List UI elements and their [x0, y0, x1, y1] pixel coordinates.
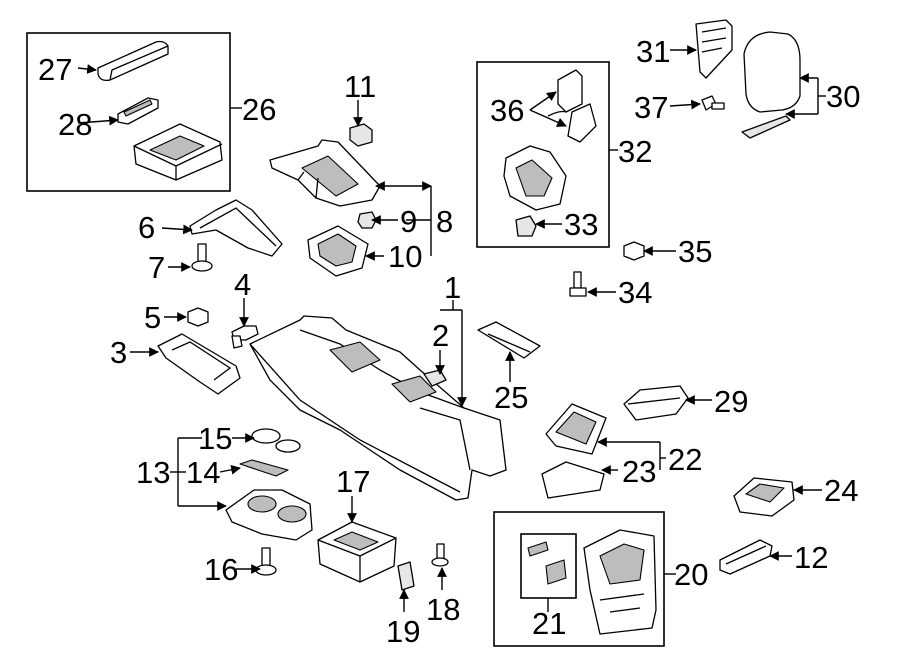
callout-33: 33 — [564, 207, 598, 242]
callout-labels: 27 28 26 11 6 7 9 8 10 5 4 3 1 2 25 15 1… — [38, 34, 860, 649]
storage-bin-part-26 — [133, 123, 223, 181]
callout-6: 6 — [138, 210, 155, 245]
armrest-part-30 — [741, 31, 801, 139]
control-panel-part-22 — [545, 403, 607, 455]
trim-ring-part-10 — [307, 225, 369, 277]
callout-26: 26 — [242, 92, 276, 127]
callout-12: 12 — [794, 540, 828, 575]
callout-15: 15 — [198, 421, 232, 456]
latch-mechanism-part-32 — [503, 145, 567, 211]
group-box-32 — [476, 61, 610, 248]
armrest-pad-part-29 — [623, 385, 689, 421]
storage-bin-part-17 — [317, 521, 397, 583]
cover-part-19 — [397, 561, 415, 591]
screw-part-7 — [191, 243, 213, 272]
callout-21: 21 — [532, 606, 566, 641]
cupholder-part-13 — [225, 489, 313, 541]
plate-part-21 — [527, 541, 567, 585]
bracket-part-3 — [157, 333, 241, 395]
callout-25: 25 — [494, 380, 528, 415]
callout-35: 35 — [678, 234, 712, 269]
bolt-part-34 — [569, 271, 587, 297]
cupholder-mat-part-15 — [251, 428, 301, 453]
trim-plate-part-25 — [477, 321, 541, 359]
nut-part-5 — [187, 307, 209, 327]
air-vent-part-24 — [733, 477, 795, 517]
bezel-part-12 — [719, 539, 773, 575]
callout-37: 37 — [634, 90, 668, 125]
callout-17: 17 — [336, 464, 370, 499]
leader-lines — [77, 45, 826, 612]
console-lid-part-27 — [97, 40, 169, 82]
callout-16: 16 — [204, 552, 238, 587]
callout-24: 24 — [824, 473, 858, 508]
callout-10: 10 — [388, 239, 422, 274]
callout-30: 30 — [826, 79, 860, 114]
callout-19: 19 — [386, 614, 420, 649]
callout-31: 31 — [636, 34, 670, 69]
latch-part-28 — [117, 97, 159, 125]
screw-part-18 — [431, 543, 449, 567]
nut-part-35 — [623, 241, 645, 261]
callout-29: 29 — [714, 384, 748, 419]
side-trim-part-6 — [189, 199, 283, 257]
clip-part-33 — [515, 215, 537, 237]
callout-36: 36 — [490, 93, 524, 128]
callout-5: 5 — [144, 300, 161, 335]
callout-28: 28 — [58, 107, 92, 142]
callout-1: 1 — [444, 270, 461, 305]
callout-8: 8 — [436, 204, 453, 239]
rear-panel-part-20 — [583, 529, 657, 635]
group-box-20 — [493, 511, 665, 647]
callout-27: 27 — [38, 52, 72, 87]
callout-2: 2 — [432, 318, 449, 353]
group-box-26 — [26, 32, 231, 192]
callout-22: 22 — [668, 442, 702, 477]
callout-32: 32 — [618, 134, 652, 169]
frame-part-31 — [695, 19, 733, 79]
bracket-part-36 — [547, 69, 597, 143]
shifter-bezel-part-8 — [269, 139, 381, 207]
callout-34: 34 — [618, 275, 652, 310]
screw-part-16 — [255, 547, 277, 576]
callout-4: 4 — [234, 267, 251, 302]
clip-part-11 — [349, 123, 373, 147]
callout-23: 23 — [622, 454, 656, 489]
callout-20: 20 — [674, 557, 708, 592]
callout-13: 13 — [136, 455, 170, 490]
callout-9: 9 — [400, 204, 417, 239]
callout-11: 11 — [344, 69, 376, 104]
pad-part-14 — [239, 459, 289, 477]
callout-18: 18 — [426, 592, 460, 627]
bolt-part-37 — [701, 95, 725, 111]
center-console-part-1 — [249, 315, 507, 501]
callout-14: 14 — [186, 455, 220, 490]
trim-part-23 — [541, 461, 605, 499]
callout-3: 3 — [110, 335, 127, 370]
callout-7: 7 — [148, 250, 165, 285]
